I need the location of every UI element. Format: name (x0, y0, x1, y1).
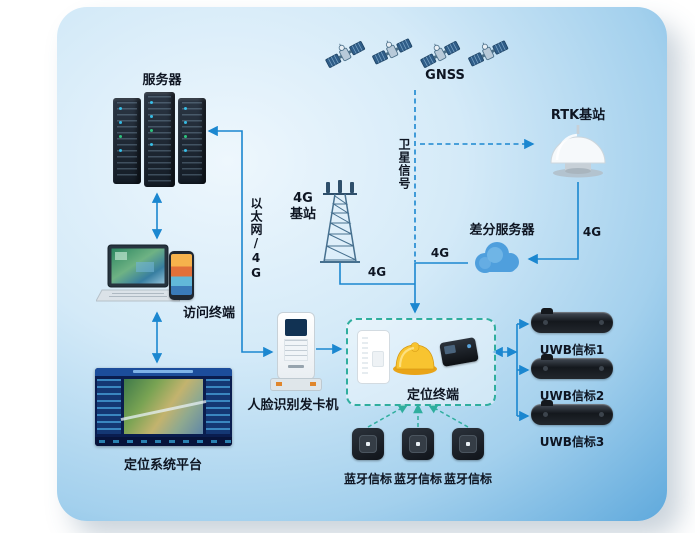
server-rack-icon (144, 92, 175, 187)
bluetooth-beacon-icon (452, 428, 484, 460)
laptop-icon (96, 244, 180, 302)
platform-screenshot (95, 368, 232, 446)
wall-device-icon (357, 330, 390, 384)
uwb1-label: UWB信标1 (539, 343, 605, 357)
fourg-label-tower: 4G (367, 265, 387, 279)
face-kiosk-icon (277, 312, 315, 380)
ethernet-4g-label: 以太网/4G (249, 197, 263, 281)
gnss-label: GNSS (425, 68, 465, 83)
fourg-label-rtk: 4G (582, 225, 602, 239)
positioning-terminal-label: 定位终端 (406, 388, 460, 403)
rtk-antenna-icon (550, 125, 606, 178)
cell-tower-icon (320, 180, 360, 263)
fourg-label-cloud: 4G (430, 246, 450, 260)
uwb-beacon-icon (531, 400, 613, 425)
helmet-icon (393, 342, 437, 375)
server-rack-icon (113, 98, 141, 184)
diff-server-label: 差分服务器 (469, 223, 535, 238)
bluetooth-label: 蓝牙信标 (393, 472, 443, 486)
g4-station-label: 4G基站 (289, 191, 316, 223)
cloud-icon (475, 242, 519, 273)
bluetooth-label: 蓝牙信标 (443, 472, 493, 486)
platform-label: 定位系统平台 (123, 458, 203, 473)
face-kiosk-base (270, 378, 322, 391)
uwb-beacon-icon (531, 354, 613, 379)
access-terminal-label: 访问终端 (182, 306, 236, 321)
uwb3-label: UWB信标3 (539, 435, 605, 449)
server-rack-icon (178, 98, 206, 184)
server-label: 服务器 (142, 73, 182, 88)
phone-icon (169, 251, 194, 300)
bluetooth-beacon-icon (352, 428, 384, 460)
rtk-station-label: RTK基站 (550, 108, 606, 123)
uwb-beacon-icon (531, 308, 613, 333)
satellite-signal-label: 卫星信号 (397, 138, 411, 190)
bluetooth-label: 蓝牙信标 (343, 472, 393, 486)
face-kiosk-label: 人脸识别发卡机 (247, 398, 339, 413)
uwb2-label: UWB信标2 (539, 389, 605, 403)
bluetooth-beacon-icon (402, 428, 434, 460)
